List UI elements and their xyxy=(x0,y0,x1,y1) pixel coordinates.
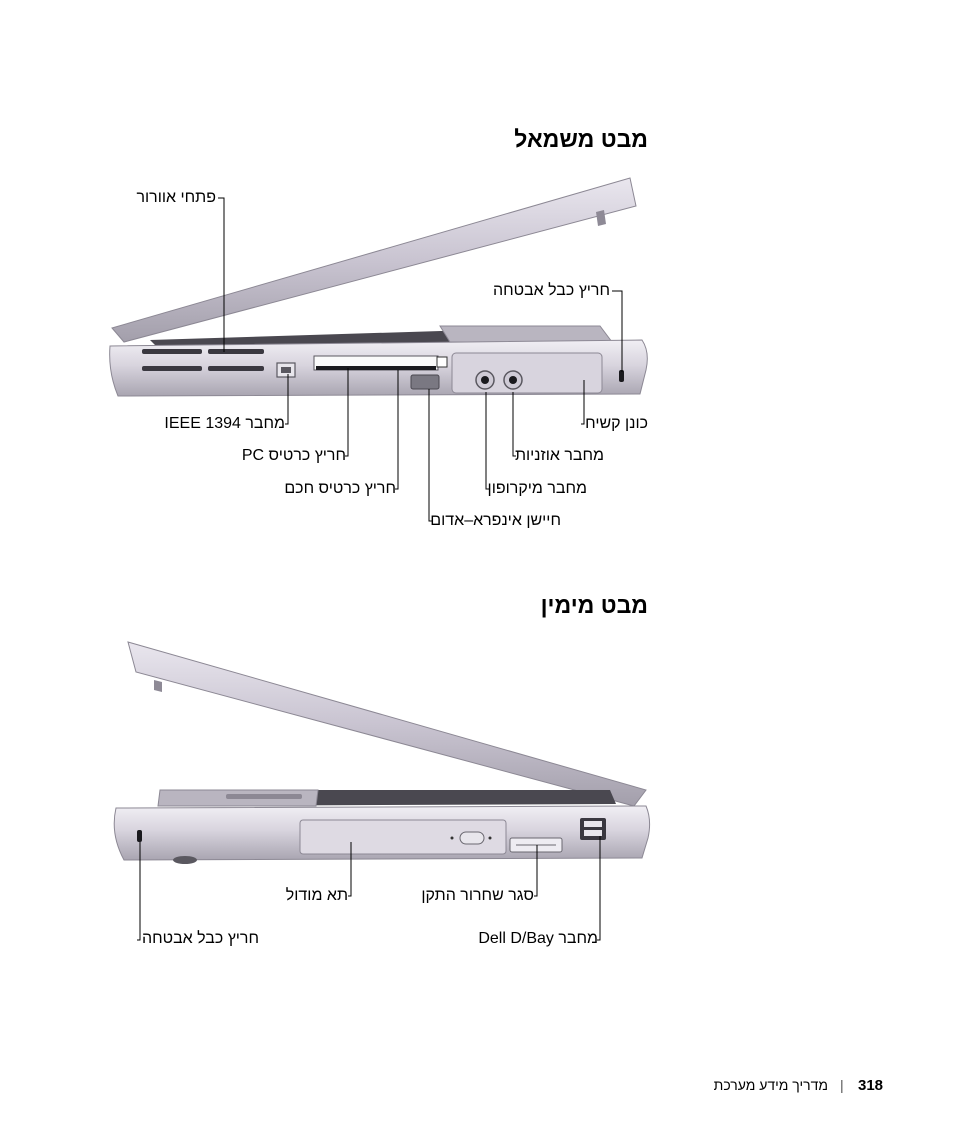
callout-line xyxy=(581,380,585,425)
callout-line xyxy=(428,389,432,522)
label-security-slot-left: חריץ כבל אבטחה xyxy=(492,282,610,299)
label-module-bay: תא מודול xyxy=(285,887,348,904)
label-hard-drive: כונן קשיח xyxy=(585,415,648,432)
vent xyxy=(208,366,264,371)
infrared-sensor xyxy=(410,374,440,390)
callout-line xyxy=(345,368,349,457)
label-security-slot-right: חריץ כבל אבטחה xyxy=(141,930,259,947)
callout-line xyxy=(597,836,601,941)
lid xyxy=(111,177,637,343)
label-air-vents: פתחי אוורור xyxy=(136,189,216,206)
vent xyxy=(142,366,202,371)
left-view-heading: מבט משמאל xyxy=(514,126,648,152)
footer-separator: | xyxy=(840,1077,844,1093)
callout-line xyxy=(612,290,623,372)
label-microphone-connector: מחבר מיקרופון xyxy=(487,480,587,497)
right-view-heading: מבט מימין xyxy=(540,592,648,618)
label-audio-connector: מחבר אוזניות xyxy=(514,447,604,464)
callout-line xyxy=(137,842,141,941)
label-latch-release: סגר שחרור התקן xyxy=(421,887,534,904)
callout-line xyxy=(285,374,289,425)
callout-line xyxy=(218,197,225,352)
label-smart-card-slot: חריץ כרטיס חכם xyxy=(284,480,396,497)
vent xyxy=(142,349,202,354)
callout-line xyxy=(395,370,399,490)
lid xyxy=(127,641,647,807)
callout-line xyxy=(534,845,538,897)
label-infrared-sensor: חיישן אינפרא–אדום xyxy=(430,512,561,529)
vent xyxy=(208,349,264,354)
security-slot xyxy=(137,830,142,842)
label-dbay-connector: מחבר Dell D/Bay xyxy=(478,930,598,947)
callout-line xyxy=(485,392,489,490)
security-slot xyxy=(619,370,624,382)
page-number: 318 xyxy=(858,1077,884,1094)
label-pc-card-slot: חריץ כרטיס PC xyxy=(241,447,346,464)
callout-line xyxy=(348,842,352,897)
footer-guide-title: מדריך מידע מערכת xyxy=(713,1077,828,1093)
callout-line xyxy=(512,392,516,457)
label-ieee1394: מחבר IEEE 1394 xyxy=(164,415,285,432)
